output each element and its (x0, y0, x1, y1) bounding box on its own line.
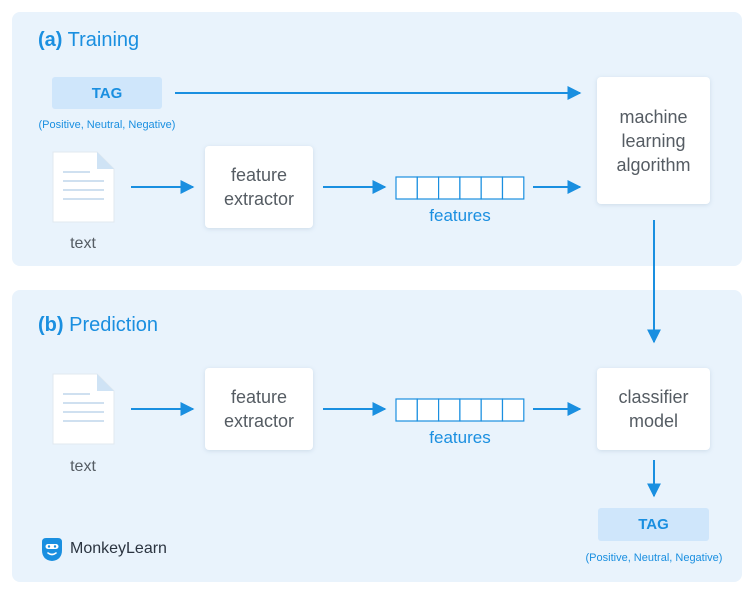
prediction-feature-vector (395, 398, 525, 422)
ml-algorithm-box: machine learning algorithm (597, 77, 710, 204)
training-text-label: text (70, 235, 96, 252)
prediction-tag-box: TAG (598, 508, 709, 541)
prediction-prefix: (b) (38, 314, 64, 336)
training-tag-note: (Positive, Neutral, Negative) (38, 119, 176, 131)
classifier-model-line2: model (628, 411, 678, 431)
prediction-feature-extractor: feature extractor (205, 368, 313, 450)
training-feature-vector (395, 176, 525, 200)
prediction-text-label: text (70, 458, 96, 475)
brand-logo: MonkeyLearn (40, 536, 167, 562)
prediction-features-label: features (429, 428, 491, 447)
classifier-model-box: classifier model (597, 368, 710, 450)
training-title-text: Training (67, 29, 140, 51)
prediction-tag-label: TAG (638, 516, 669, 533)
brand-name: MonkeyLearn (70, 540, 167, 557)
prediction-title-text: Prediction (69, 314, 159, 336)
prediction-title: (b) Prediction (38, 314, 158, 337)
training-document-icon (52, 151, 115, 223)
prediction-extractor-line1: feature (230, 387, 288, 407)
prediction-extractor-line2: extractor (223, 411, 295, 431)
ml-algorithm-line3: algorithm (616, 154, 691, 175)
prediction-document-icon (52, 373, 115, 445)
training-feature-extractor: feature extractor (205, 146, 313, 228)
training-extractor-line2: extractor (223, 189, 295, 209)
ml-algorithm-line1: machine (619, 106, 688, 127)
ml-algorithm-line2: learning (621, 130, 686, 151)
training-prefix: (a) (38, 29, 63, 51)
classifier-model-line1: classifier (618, 387, 689, 407)
training-extractor-line1: feature (230, 165, 288, 185)
training-tag-box: TAG (52, 77, 162, 109)
training-title: (a) Training (38, 29, 139, 52)
monkey-icon (42, 538, 62, 561)
training-features-label: features (429, 206, 491, 225)
prediction-tag-note: (Positive, Neutral, Negative) (585, 552, 723, 564)
training-tag-label: TAG (91, 84, 123, 102)
